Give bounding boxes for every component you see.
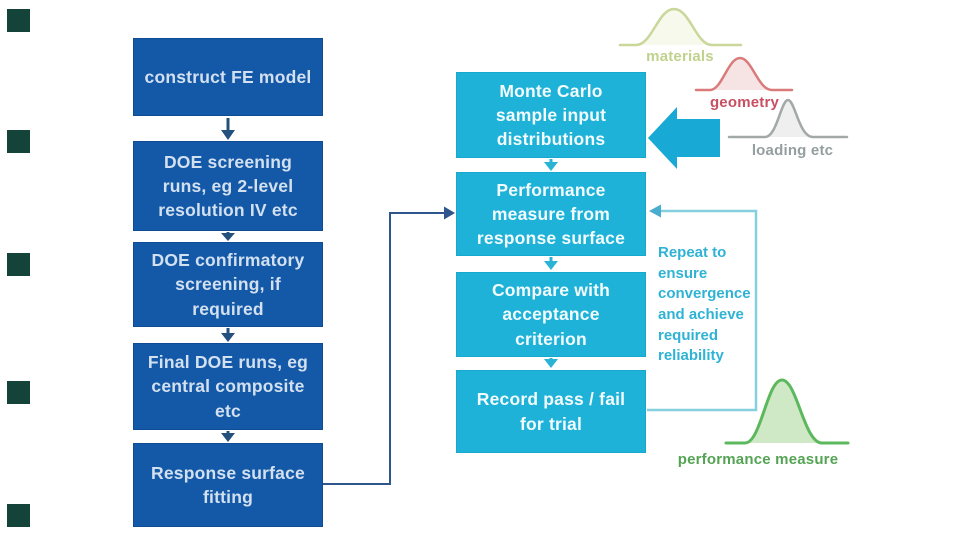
flow-box-label: construct FE model bbox=[144, 66, 312, 87]
flow-box-label: Response surface fitting bbox=[151, 462, 305, 507]
flow-box-label: DOE confirmatory screening, if required bbox=[151, 250, 305, 319]
loading-bell-curve-icon bbox=[727, 98, 849, 139]
flow-box-monte-carlo-sample: Monte Carlo sample input distributions bbox=[456, 72, 646, 158]
flow-box-label: Record pass / fail for trial bbox=[476, 389, 626, 434]
repeat-note: Repeat to ensure convergence and achieve… bbox=[658, 244, 751, 365]
flow-box-record-pass-fail: Record pass / fail for trial bbox=[456, 370, 646, 453]
loading-etc-label: loading etc bbox=[751, 142, 834, 159]
response-surface-connector-arrow bbox=[323, 206, 455, 485]
flow-box-doe-screening-runs: DOE screening runs, eg 2-level resolutio… bbox=[133, 141, 323, 231]
geometry-label: geometry bbox=[709, 94, 780, 111]
flow-box-label: DOE screening runs, eg 2-level resolutio… bbox=[158, 151, 298, 221]
flow-box-label: Final DOE runs, eg central composite etc bbox=[147, 352, 309, 421]
slide-edge-marker bbox=[7, 9, 30, 32]
performance-bell-curve-icon bbox=[724, 378, 850, 445]
materials-label: materials bbox=[646, 48, 714, 65]
input-distributions-arrow-icon bbox=[648, 107, 720, 169]
geometry-bell-curve-icon bbox=[694, 56, 794, 92]
flow-box-final-doe-runs: Final DOE runs, eg central composite etc bbox=[133, 343, 323, 430]
flow-box-label: Compare with acceptance criterion bbox=[491, 280, 611, 349]
flow-box-label: Performance measure from response surfac… bbox=[476, 179, 626, 249]
performance-measure-label: performance measure bbox=[677, 451, 839, 468]
slide-edge-marker bbox=[7, 253, 30, 276]
slide-edge-marker bbox=[7, 130, 30, 153]
flow-box-construct-fe-model: construct FE model bbox=[133, 38, 323, 116]
flow-box-doe-confirmatory-screening: DOE confirmatory screening, if required bbox=[133, 242, 323, 327]
materials-bell-curve-icon bbox=[618, 7, 743, 47]
flow-box-performance-measure: Performance measure from response surfac… bbox=[456, 172, 646, 256]
flow-box-compare-acceptance: Compare with acceptance criterion bbox=[456, 272, 646, 357]
flow-box-response-surface-fitting: Response surface fitting bbox=[133, 443, 323, 527]
flow-box-label: Monte Carlo sample input distributions bbox=[495, 80, 607, 150]
slide-edge-marker bbox=[7, 504, 30, 527]
slide-edge-marker bbox=[7, 381, 30, 404]
